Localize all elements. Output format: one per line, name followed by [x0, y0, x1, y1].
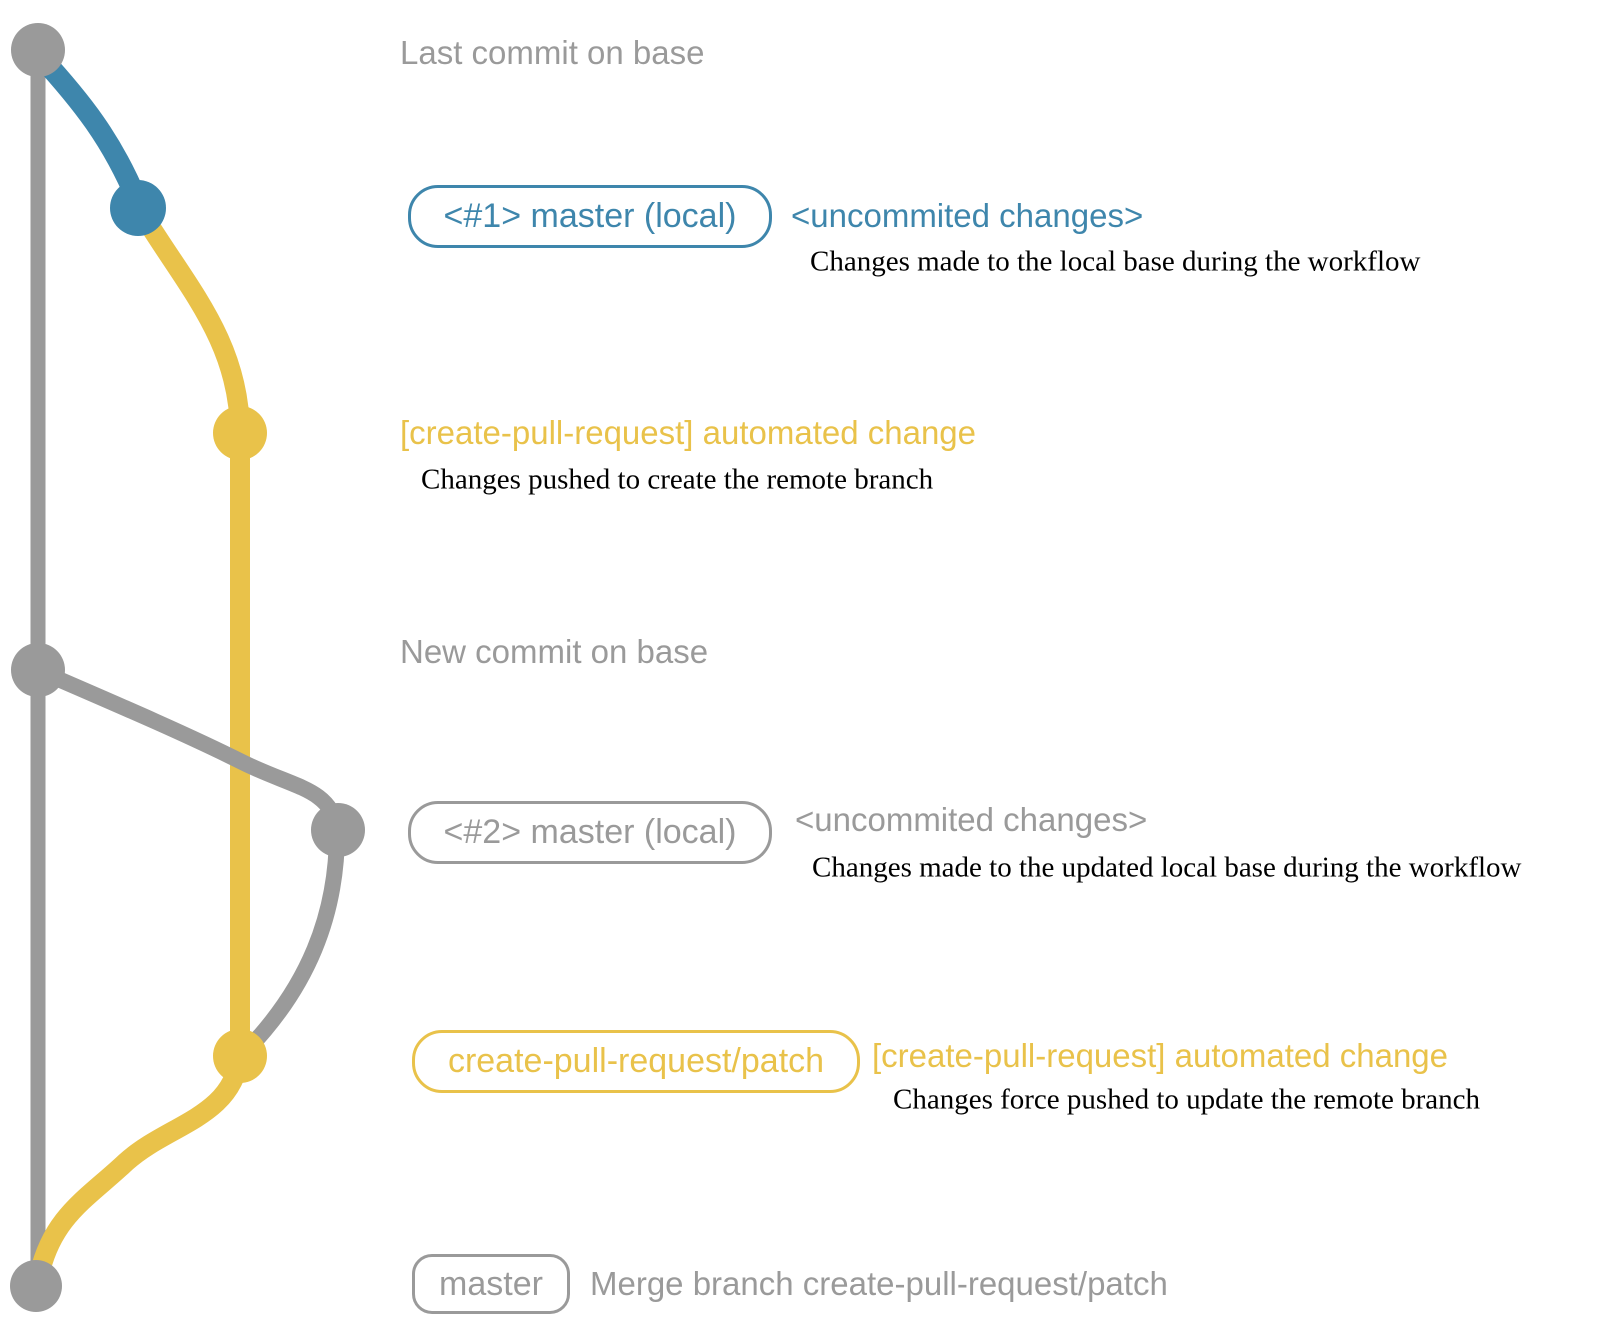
- commit-dot-local-1: [110, 180, 166, 236]
- note-force-pushed-remote-branch: Changes force pushed to update the remot…: [893, 1083, 1481, 1116]
- commit-dot-local-2: [311, 803, 365, 857]
- branch-tag-label: create-pull-request/patch: [447, 1042, 825, 1080]
- heading-new-commit-on-base: New commit on base: [400, 633, 709, 670]
- note-updated-local-base-changes: Changes made to the updated local base d…: [812, 851, 1522, 884]
- commit-dot-new-base: [11, 643, 65, 697]
- branch-tag-label: <#1> master (local): [443, 197, 737, 235]
- branch-tag-master: master: [412, 1254, 570, 1314]
- branch-tag-label: master: [439, 1264, 543, 1303]
- message-merge-branch: Merge branch create-pull-request/patch: [590, 1265, 1168, 1302]
- note-pushed-remote-branch: Changes pushed to create the remote bran…: [421, 463, 934, 496]
- commit-dot-patch-2: [213, 1029, 267, 1083]
- local-branch-2-merge-line: [238, 831, 345, 1059]
- branch-tag-create-pull-request-patch: create-pull-request/patch: [412, 1030, 860, 1093]
- note-local-base-changes: Changes made to the local base during th…: [810, 245, 1421, 278]
- commit-dot-merge: [10, 1260, 62, 1312]
- branch-tag-master-local-2: <#2> master (local): [408, 801, 772, 864]
- message-uncommited-changes-2: <uncommited changes>: [795, 801, 1148, 838]
- branch-tag-master-local-1: <#1> master (local): [408, 185, 772, 248]
- local-branch-2-line: [38, 664, 345, 830]
- message-automated-change-2: [create-pull-request] automated change: [872, 1037, 1449, 1074]
- message-uncommited-changes-1: <uncommited changes>: [791, 197, 1144, 234]
- local-branch-1-line: [32, 48, 147, 205]
- patch-branch-line: [29, 204, 250, 1279]
- commit-dot-last-base: [11, 23, 65, 77]
- branch-tag-label: <#2> master (local): [443, 813, 737, 851]
- message-automated-change-1: [create-pull-request] automated change: [400, 414, 977, 451]
- heading-last-commit-on-base: Last commit on base: [400, 34, 705, 71]
- commit-dot-patch-1: [213, 406, 267, 460]
